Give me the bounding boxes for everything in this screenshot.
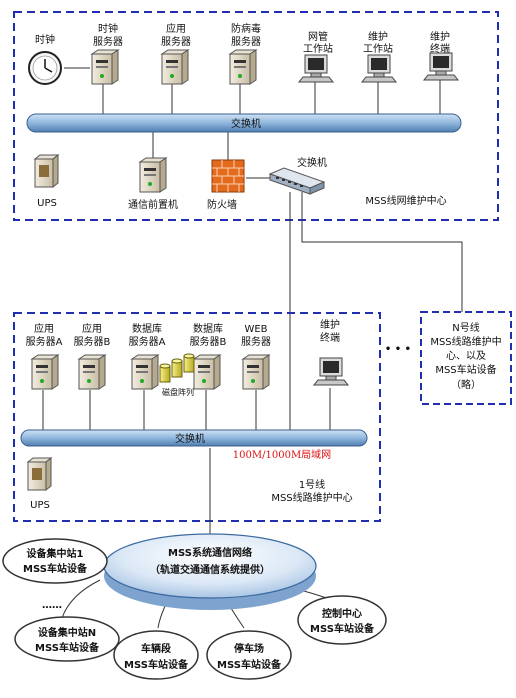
depot-label-2: MSS车站设备 — [124, 658, 189, 671]
firewall-icon — [211, 159, 245, 193]
line1-center-boundary — [13, 312, 381, 522]
line1-db-a-label-2: 服务器A — [129, 335, 166, 348]
line1-ups-label: UPS — [30, 500, 50, 511]
time-server-icon — [90, 49, 120, 85]
control-center-label-1: 控制中心 — [322, 607, 362, 620]
control-center-station-cloud — [297, 595, 387, 645]
nms-workstation-label-1: 网管 — [308, 30, 328, 43]
hubN-station-cloud — [14, 616, 120, 662]
center-ups-label: UPS — [37, 198, 57, 209]
clock-icon — [28, 51, 62, 85]
control-center-label-2: MSS车站设备 — [310, 622, 375, 635]
time-server-label-1: 时钟 — [98, 22, 118, 35]
line1-app-a-label-1: 应用 — [34, 322, 54, 335]
maintenance-workstation-label-1: 维护 — [368, 30, 388, 43]
lineN-text-2: MSS线路维护中 — [430, 335, 501, 348]
app-server-icon — [160, 49, 190, 85]
parking-label-2: MSS车站设备 — [217, 658, 282, 671]
hubN-label-2: MSS车站设备 — [35, 641, 100, 654]
line1-web-server-icon — [241, 354, 271, 390]
comm-frontend-icon — [138, 157, 168, 193]
line1-db-b-label-1: 数据库 — [193, 322, 223, 335]
maintenance-workstation-label-2: 工作站 — [363, 42, 393, 55]
center-switch-bus — [26, 113, 462, 133]
line1-web-label-1: WEB — [244, 324, 267, 335]
parking-label-1: 停车场 — [234, 642, 264, 655]
parking-station-cloud — [206, 630, 292, 680]
hubN-label-1: 设备集中站N — [38, 626, 96, 639]
antivirus-server-label-2: 服务器 — [231, 35, 261, 48]
lineN-text-5: （略） — [451, 378, 481, 391]
time-server-label-2: 服务器 — [93, 35, 123, 48]
line1-app-b-label-1: 应用 — [82, 322, 102, 335]
lan-label: 100M/1000M局域网 — [233, 448, 331, 461]
center-bus-label: 交换机 — [231, 117, 261, 130]
line1-name-label-1: 1号线 — [299, 478, 325, 491]
line1-bus-label: 交换机 — [175, 432, 205, 445]
center-ups-icon — [33, 153, 60, 189]
line1-db-server-a-icon — [130, 354, 160, 390]
line1-app-a-label-2: 服务器A — [26, 335, 63, 348]
lineN-boundary — [420, 311, 512, 405]
line1-app-server-b-icon — [77, 354, 107, 390]
line1-name-label-2: MSS线路维护中心 — [271, 491, 352, 504]
center-connectors — [64, 67, 441, 160]
line1-db-b-label-2: 服务器B — [190, 335, 227, 348]
center-name-label: MSS线网维护中心 — [365, 194, 446, 207]
switch-label: 交换机 — [297, 156, 327, 169]
line1-app-b-label-2: 服务器B — [74, 335, 111, 348]
disk-array-label: 磁盘阵列 — [162, 387, 194, 397]
network-subtitle: （轨道交通通信系统提供） — [150, 563, 270, 576]
app-server-label-1: 应用 — [166, 22, 186, 35]
antivirus-server-icon — [228, 49, 258, 85]
firewall-label: 防火墙 — [207, 198, 237, 211]
app-server-label-2: 服务器 — [161, 35, 191, 48]
line1-db-a-label-1: 数据库 — [132, 322, 162, 335]
hub1-station-cloud — [2, 538, 108, 584]
network-title: MSS系统通信网络 — [168, 546, 252, 559]
lineN-text-3: 心、以及 — [446, 350, 486, 362]
switch-icon — [268, 167, 326, 195]
center-to-lineN-link — [301, 192, 463, 312]
stations-ellipsis: …… — [42, 600, 62, 611]
line1-maint-term-label-2: 终端 — [320, 331, 340, 344]
network-center-boundary — [13, 11, 499, 221]
antivirus-server-label-1: 防病毒 — [231, 22, 261, 35]
lineN-text-4: MSS车站设备 — [435, 363, 496, 376]
comm-frontend-label: 通信前置机 — [128, 198, 178, 211]
maintenance-terminal-label-2: 终端 — [430, 42, 450, 55]
line1-app-server-a-icon — [30, 354, 60, 390]
line1-maintenance-terminal-icon — [312, 357, 350, 386]
maintenance-workstation-icon — [360, 54, 398, 83]
clock-label: 时钟 — [35, 33, 55, 46]
lineN-ellipsis: • • • — [385, 344, 411, 355]
lineN-text-1: N号线 — [452, 321, 479, 334]
depot-station-cloud — [113, 630, 199, 680]
nms-workstation-label-2: 工作站 — [303, 42, 333, 55]
line1-db-server-b-icon — [192, 354, 222, 390]
line1-connectors — [42, 388, 331, 540]
line1-ups-icon — [26, 456, 53, 492]
maintenance-terminal-icon — [422, 52, 460, 81]
line1-web-label-2: 服务器 — [241, 335, 271, 348]
maintenance-terminal-label-1: 维护 — [430, 30, 450, 43]
nms-workstation-icon — [297, 54, 335, 83]
hub1-label-2: MSS车站设备 — [23, 562, 88, 575]
depot-label-1: 车辆段 — [141, 642, 171, 655]
disk-array-icon — [159, 353, 195, 383]
line1-maint-term-label-1: 维护 — [320, 318, 340, 331]
hub1-label-1: 设备集中站1 — [27, 547, 84, 560]
line1-switch-bus — [20, 429, 368, 447]
